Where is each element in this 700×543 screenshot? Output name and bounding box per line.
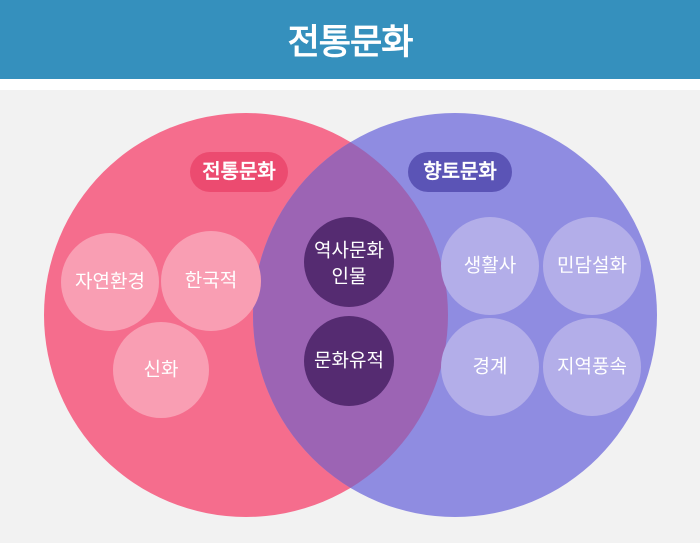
left-set-badge: 전통문화 — [190, 152, 288, 192]
right-item-circle — [441, 318, 539, 416]
intersection-item-label: 문화유적 — [314, 350, 384, 372]
right-item-label: 생활사 — [464, 255, 516, 277]
right-set-item: 경계 — [441, 318, 539, 416]
diagram-area: 전통문화 향토문화 자연환경 한국적 신화 — [0, 90, 700, 543]
venn-diagram: 전통문화 향토문화 자연환경 한국적 신화 — [44, 113, 657, 517]
intersection-item: 문화유적 — [304, 316, 394, 406]
right-item-circle — [543, 217, 641, 315]
right-item-circle — [441, 217, 539, 315]
right-item-label: 경계 — [473, 356, 508, 378]
left-item-label: 자연환경 — [75, 271, 145, 293]
left-set-badge-label: 전통문화 — [202, 160, 276, 183]
right-item-label: 민담설화 — [557, 255, 627, 277]
right-set-item: 지역풍속 — [543, 318, 641, 416]
header-divider — [0, 79, 700, 90]
right-set-badge: 향토문화 — [408, 152, 512, 192]
intersection-item-label-line2: 인물 — [332, 266, 367, 288]
left-item-circle — [61, 233, 159, 331]
intersection-item-circle — [304, 217, 394, 307]
left-item-label: 한국적 — [185, 270, 237, 292]
right-set-badge-pill — [408, 152, 512, 192]
header: 전통문화 — [0, 0, 700, 79]
left-item-circle — [113, 322, 209, 418]
left-item-label: 신화 — [144, 359, 179, 381]
right-item-label: 지역풍속 — [557, 356, 627, 378]
right-set-item: 생활사 — [441, 217, 539, 315]
intersection-item-label-line1: 역사문화 — [314, 240, 384, 262]
left-set-item: 신화 — [113, 322, 209, 418]
left-item-circle — [161, 231, 261, 331]
right-item-circle — [543, 318, 641, 416]
intersection-lens — [253, 113, 448, 517]
intersection-item-circle — [304, 316, 394, 406]
right-set-item: 민담설화 — [543, 217, 641, 315]
left-set-item: 한국적 — [161, 231, 261, 331]
intersection-item: 역사문화 인물 — [304, 217, 394, 307]
left-set-item: 자연환경 — [61, 233, 159, 331]
right-set-badge-label: 향토문화 — [423, 160, 497, 183]
left-set-badge-pill — [190, 152, 288, 192]
page-title: 전통문화 — [287, 23, 414, 62]
